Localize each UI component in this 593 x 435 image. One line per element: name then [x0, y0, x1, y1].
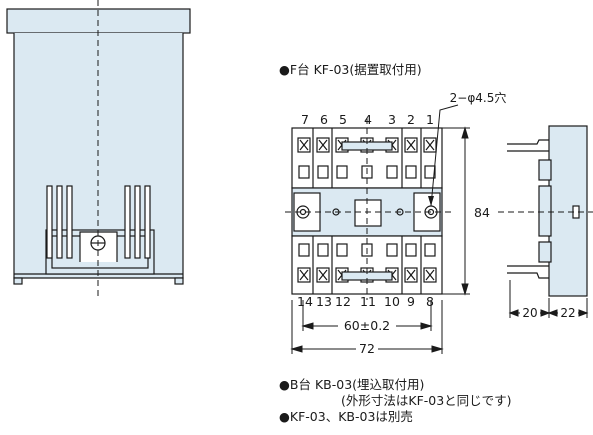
terminal-8: 8 — [426, 294, 434, 309]
terminal-2: 2 — [407, 112, 415, 127]
base-b-subnote: (外形寸法はKF-03と同じです) — [341, 393, 512, 408]
terminal-numbers-top: 7 6 5 4 3 2 1 — [301, 112, 434, 127]
terminal-6: 6 — [320, 112, 328, 127]
terminal-numbers-bottom: 14 13 12 11 10 9 8 — [297, 294, 434, 309]
dim-height-label: 84 — [474, 205, 490, 220]
dim-width-label: 72 — [359, 341, 375, 356]
terminal-13: 13 — [316, 294, 332, 309]
terminal-4: 4 — [364, 112, 372, 127]
terminal-10: 10 — [384, 294, 400, 309]
dim-pitch-label: 60±0.2 — [344, 318, 390, 333]
sold-separately-note: ●KF-03、KB-03は別売 — [279, 409, 413, 424]
f-base-side-view — [507, 125, 588, 297]
base-f-heading: ●F台 KF-03(据置取付用) — [279, 62, 422, 77]
dim-height — [442, 126, 470, 296]
terminal-3: 3 — [388, 112, 396, 127]
hole-leader — [430, 104, 459, 207]
terminal-5: 5 — [339, 112, 347, 127]
dim-side-b-label: 22 — [560, 306, 575, 320]
terminal-14: 14 — [297, 294, 313, 309]
dim-side-a-label: 20 — [522, 306, 537, 320]
base-b-note: ●B台 KB-03(埋込取付用) — [279, 377, 425, 392]
terminal-7: 7 — [301, 112, 309, 127]
terminal-9: 9 — [407, 294, 415, 309]
hole-label: 2−φ4.5穴 — [450, 90, 507, 105]
terminal-12: 12 — [335, 294, 351, 309]
terminal-1: 1 — [426, 112, 434, 127]
terminal-11: 11 — [360, 294, 376, 309]
